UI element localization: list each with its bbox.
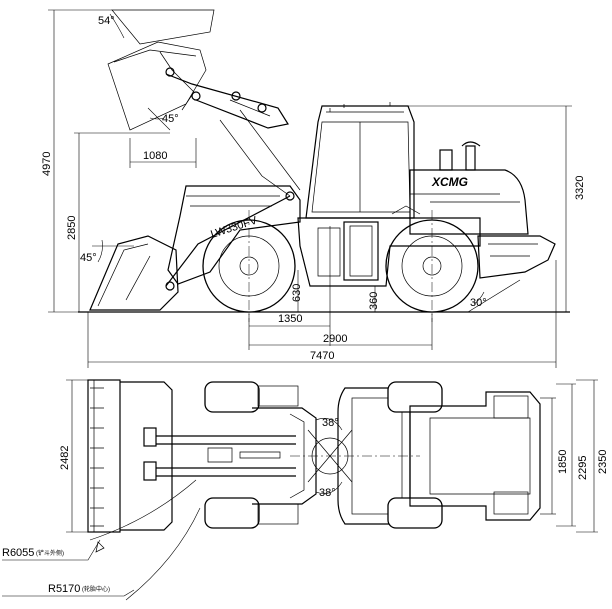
dim-dump-clearance: 630 [291, 284, 303, 302]
rear-tire-right [387, 497, 443, 529]
engine-top [409, 391, 541, 521]
rear-frame-top [337, 387, 411, 525]
front-frame-top [252, 407, 317, 505]
dim-width-over-tires: 2295 [577, 456, 589, 480]
dim-ground-clearance: 360 [368, 292, 380, 310]
dim-reach: 1080 [143, 150, 167, 162]
exhaust-pipe [465, 145, 476, 171]
bucket-lowered [89, 235, 179, 311]
radius-bucket-note: (铲斗外侧) [36, 549, 64, 557]
dim-dump-angle: 45° [162, 113, 179, 125]
front-tire-left [204, 381, 260, 413]
dim-departure-angle: 30° [470, 297, 487, 309]
dim-wheel-base-front: 1350 [278, 313, 302, 325]
lift-arm-raised [165, 73, 289, 129]
bucket-raised [107, 41, 207, 131]
air-intake [439, 149, 453, 171]
dim-rollback-angle: 45° [80, 252, 97, 264]
dim-overall-length: 7470 [310, 350, 334, 362]
engine-hood [409, 169, 529, 235]
chassis [297, 217, 481, 287]
top-view: 38° 38° 2482 1850 2295 2350 [2, 379, 609, 601]
bucket-top [87, 379, 121, 533]
radius-tire-note: (轮胎中心) [82, 585, 110, 593]
radius-arc-bucket [89, 479, 197, 541]
radius-arc-tire [125, 507, 201, 601]
rear-wheel [385, 210, 479, 322]
counterweight [477, 235, 556, 279]
radius-bucket-value: R6055 [2, 547, 34, 559]
dim-overall-height: 4970 [41, 152, 53, 176]
front-tire-right [204, 497, 260, 529]
bucket-teeth [90, 387, 104, 527]
dim-tread: 1850 [557, 450, 569, 474]
articulation-joint [343, 221, 379, 281]
dim-steer-angle-upper: 38° [322, 417, 339, 429]
dim-top-angle: 54° [98, 15, 115, 27]
dim-hinge-pin-height: 2850 [66, 216, 78, 240]
cab-window [311, 121, 411, 213]
dim-cab-height: 3320 [574, 176, 586, 200]
dim-overall-width: 2350 [597, 450, 609, 474]
lift-arms-top [156, 435, 296, 477]
rear-tire-left [387, 381, 443, 413]
cab-top [351, 397, 403, 515]
dim-steer-angle-lower: 38° [319, 487, 336, 499]
dim-bucket-width: 2482 [59, 446, 71, 470]
bucket-max-height [111, 9, 215, 45]
dim-wheelbase: 2900 [323, 333, 347, 345]
radius-tire-value: R5170 [48, 583, 80, 595]
brand-logo: XCMG [431, 175, 468, 189]
side-view: XCMG LW330FV [41, 9, 586, 368]
